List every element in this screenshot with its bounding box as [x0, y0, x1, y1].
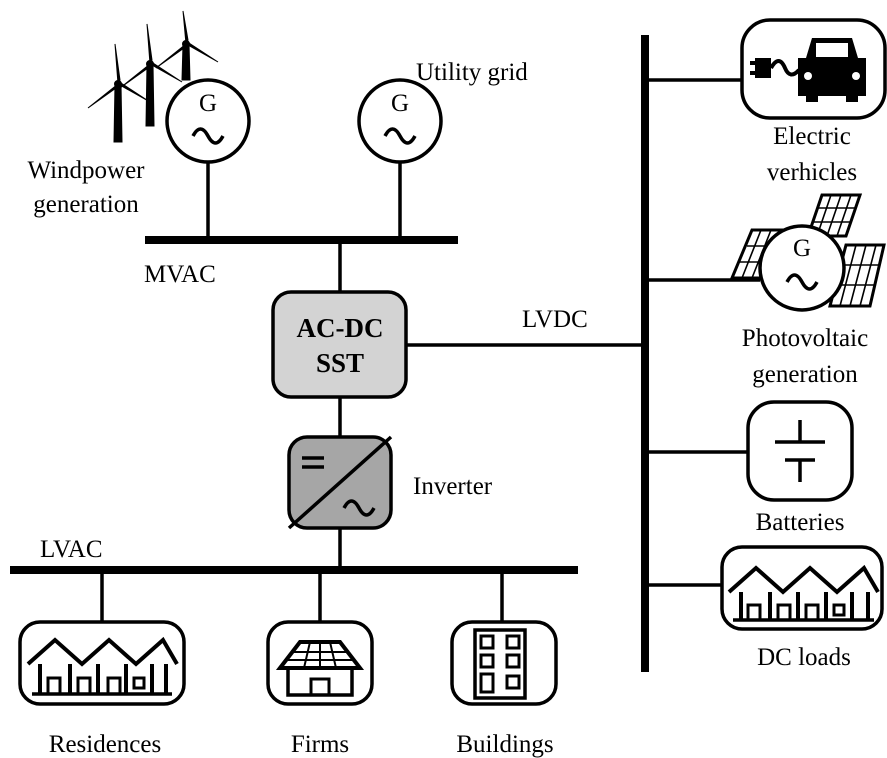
lvdc-label: LVDC — [522, 306, 588, 333]
connection-lines — [100, 78, 760, 622]
firms-icon — [266, 620, 374, 706]
mvac-label: MVAC — [144, 261, 216, 288]
dc-loads-label: DC loads — [757, 644, 851, 671]
svg-text:G: G — [793, 235, 811, 262]
sst-label-line1: AC-DC — [297, 313, 384, 343]
residences-icon — [18, 620, 186, 706]
photovoltaic-icon: G — [729, 193, 886, 312]
inverter-label: Inverter — [413, 473, 493, 500]
svg-text:G: G — [199, 90, 217, 117]
wind-generator-icon: G — [165, 78, 251, 164]
utility-generator-icon: G — [357, 78, 443, 164]
ev-label-line2: verhicles — [767, 159, 857, 186]
wind-turbines-icon — [87, 10, 219, 143]
electric-vehicle-icon — [740, 18, 887, 120]
ac-dc-sst-block: AC-DC SST — [271, 290, 408, 399]
sst-box — [271, 290, 408, 399]
utility-grid-label: Utility grid — [416, 59, 528, 86]
buildings-label: Buildings — [456, 731, 553, 758]
pv-label-line2: generation — [752, 361, 858, 388]
ev-label-line1: Electric — [773, 123, 851, 150]
lvac-label: LVAC — [40, 536, 103, 563]
firms-label: Firms — [291, 731, 349, 758]
pv-label-line1: Photovoltaic — [742, 325, 868, 352]
windpower-label-line1: Windpower — [27, 157, 145, 184]
inverter-icon — [287, 435, 393, 530]
batteries-label: Batteries — [756, 509, 845, 536]
windpower-label-line2: generation — [33, 191, 139, 218]
dc-loads-icon — [720, 545, 884, 631]
battery-icon — [746, 400, 854, 502]
buildings-icon — [450, 620, 558, 706]
sst-label-line2: SST — [316, 348, 364, 378]
residences-label: Residences — [49, 731, 161, 758]
svg-text:G: G — [391, 90, 409, 117]
